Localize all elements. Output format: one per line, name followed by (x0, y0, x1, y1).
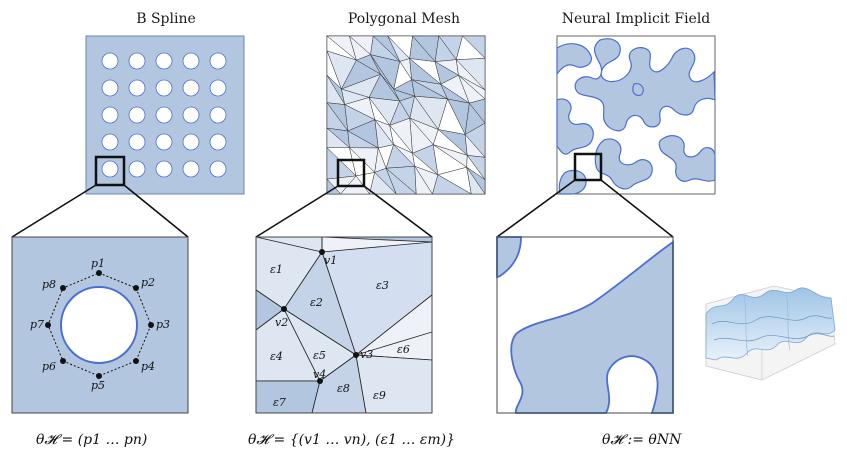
formula-mesh: θ𝓗 = {(v1 … vn), (ε1 … εm)} (248, 432, 455, 448)
bspline-hole (155, 79, 173, 97)
formula-bspline: θ𝓗 = (p1 … pn) (36, 432, 147, 448)
bspline-hole (155, 133, 173, 151)
label-e3: ε3 (376, 279, 389, 292)
neural-zoom-box (573, 152, 603, 182)
mesh-triangle (369, 171, 397, 194)
label-v4: v4 (313, 368, 326, 381)
bspline-hole (101, 160, 119, 178)
bspline-hole (182, 160, 200, 178)
bspline-holes (101, 52, 227, 178)
label-e9: ε9 (373, 389, 386, 402)
bspline-hole (155, 106, 173, 124)
label-e1: ε1 (270, 263, 283, 276)
label-p4: p4 (141, 360, 155, 373)
mesh-triangle (385, 168, 417, 194)
bspline-hole (101, 52, 119, 70)
bspline-thumbnail (85, 35, 245, 195)
mesh-zoom-box (336, 158, 366, 188)
bspline-hole (101, 133, 119, 151)
label-p1: p1 (91, 257, 105, 270)
bspline-hole (182, 133, 200, 151)
bspline-hole (182, 79, 200, 97)
label-p3: p3 (156, 318, 170, 331)
label-e5: ε5 (313, 349, 326, 362)
mesh-triangles (327, 36, 485, 194)
bspline-hole (128, 52, 146, 70)
label-v1: v1 (324, 254, 337, 267)
neural-zoom (496, 236, 674, 414)
neural-surface-3d (705, 285, 836, 381)
label-e4: ε4 (270, 350, 283, 363)
bspline-hole (209, 52, 227, 70)
mesh-triangle (414, 165, 433, 194)
label-v2: v2 (275, 316, 288, 329)
bspline-hole (101, 106, 119, 124)
mesh-zoom (256, 237, 432, 413)
formula-neural: θ𝓗 := θNN (602, 432, 682, 448)
bspline-hole (182, 106, 200, 124)
bspline-hole (128, 79, 146, 97)
title-mesh: Polygonal Mesh (348, 11, 460, 27)
label-e8: ε8 (337, 382, 350, 395)
bspline-hole (209, 160, 227, 178)
bspline-hole (128, 133, 146, 151)
mesh-thumbnail (326, 35, 486, 195)
bspline-hole (128, 160, 146, 178)
bspline-hole (209, 133, 227, 151)
title-neural: Neural Implicit Field (562, 11, 711, 27)
bspline-hole (128, 106, 146, 124)
control-polygon (47, 272, 152, 377)
mesh-triangle (432, 174, 472, 194)
bspline-zoom-box (94, 155, 126, 187)
bspline-hole (101, 79, 119, 97)
label-p8: p8 (42, 278, 56, 291)
bspline-zoom: p1 p2 p3 p4 p5 p6 p7 p8 (11, 236, 189, 414)
neural-thumbnail (556, 35, 716, 195)
label-e2: ε2 (310, 296, 323, 309)
bspline-hole (209, 79, 227, 97)
label-e7: ε7 (273, 396, 286, 409)
bspline-hole (209, 106, 227, 124)
label-v3: v3 (360, 348, 373, 361)
label-p2: p2 (141, 276, 155, 289)
bspline-hole (155, 160, 173, 178)
label-p7: p7 (30, 318, 44, 331)
label-e6: ε6 (397, 343, 410, 356)
title-bspline: B Spline (136, 11, 196, 27)
bspline-hole (182, 52, 200, 70)
label-p6: p6 (42, 360, 56, 373)
label-p5: p5 (91, 379, 105, 392)
mesh-triangle (466, 167, 485, 194)
spline-hole-curve (60, 286, 138, 364)
bspline-hole (155, 52, 173, 70)
